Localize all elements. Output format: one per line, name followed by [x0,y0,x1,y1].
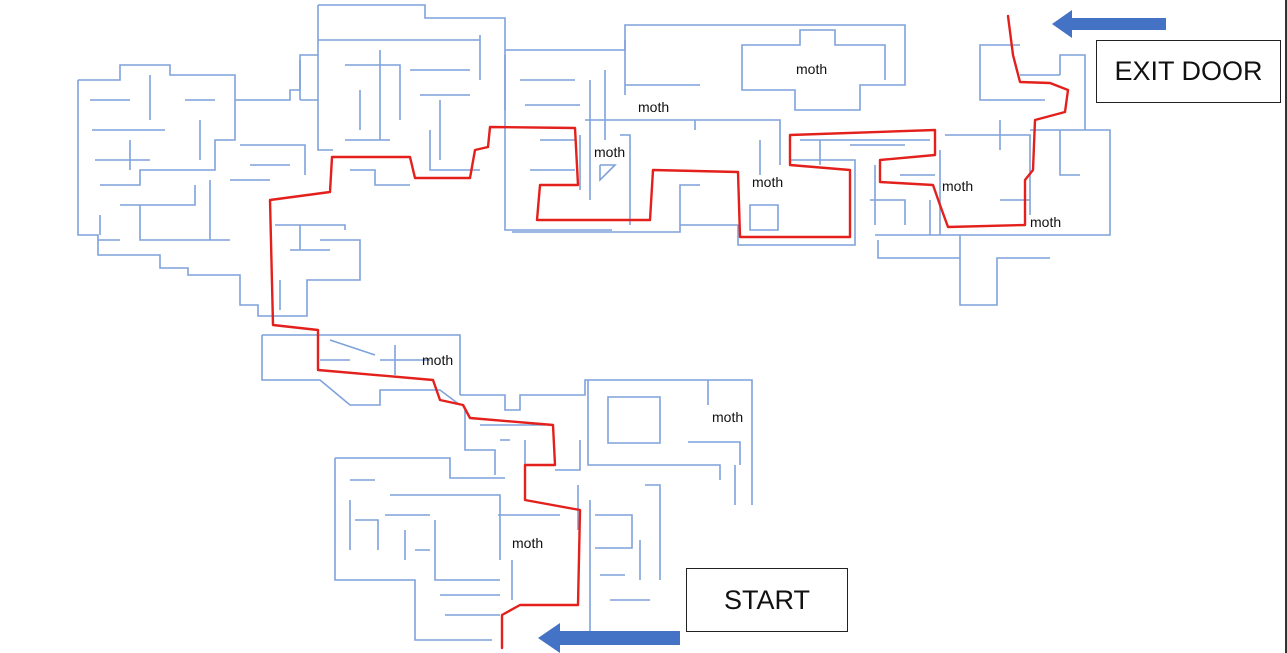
exit-arrow-icon [1052,10,1166,38]
moth-label: moth [422,352,454,368]
moth-label: moth [594,144,626,160]
solution-route [268,14,1070,650]
moth-label: moth [1030,214,1062,230]
moth-label: moth [712,409,744,425]
start-arrow-icon [538,623,680,653]
exit-door-label: EXIT DOOR [1096,40,1281,103]
moth-label: moth [512,535,544,551]
moth-label: moth [796,61,828,77]
moth-label: moth [752,174,784,190]
page-edge [1285,0,1287,653]
start-label: START [686,568,848,632]
moth-label: moth [638,99,670,115]
moth-label: moth [942,178,974,194]
